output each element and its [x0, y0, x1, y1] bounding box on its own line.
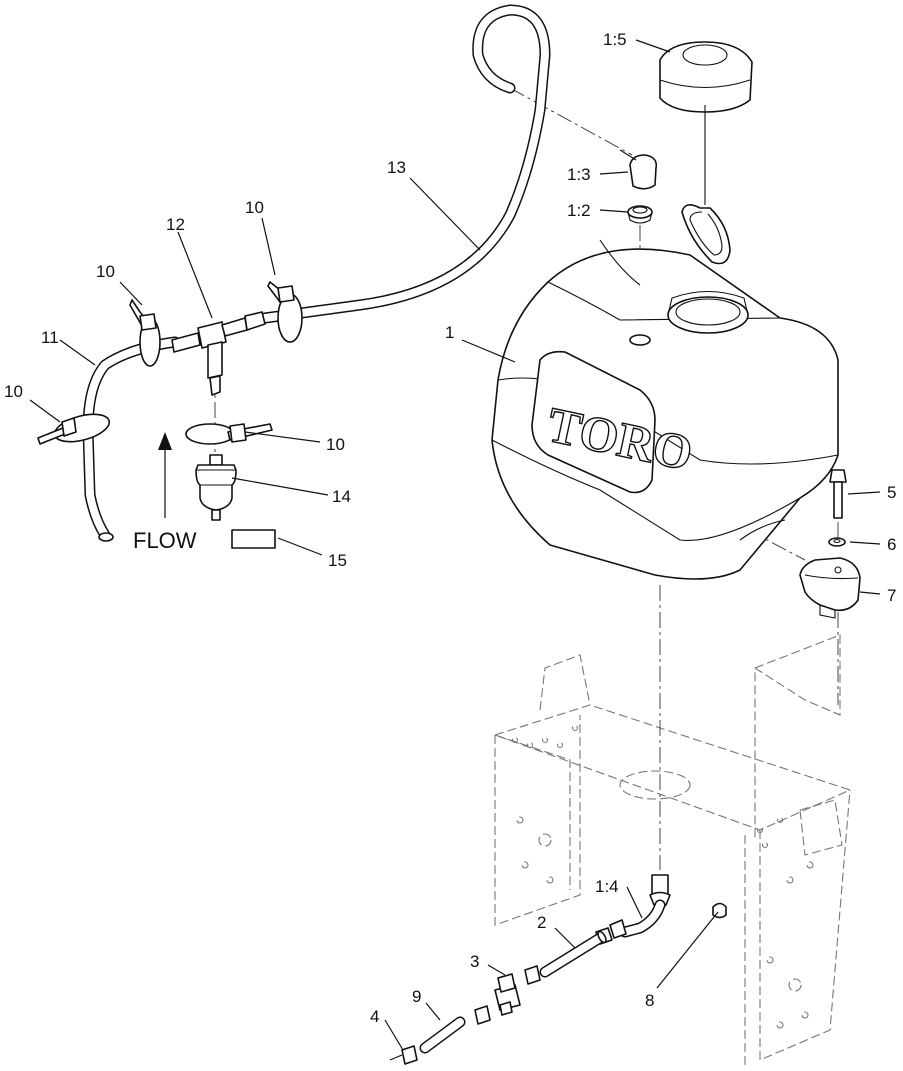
- callout-13: 13: [387, 158, 406, 177]
- callout-1-3: 1:3: [567, 165, 591, 184]
- cable-tie-1: [37, 413, 111, 445]
- tank-outlet-elbow: [619, 874, 671, 938]
- callout-10-far-left: 10: [4, 382, 23, 401]
- fuel-filter: [195, 454, 237, 521]
- flow-arrow: FLOW: [133, 432, 197, 553]
- callout-labels: 1:5 1:3 1:2 1 13 12 10 10 11 10 10 14 15…: [4, 30, 896, 1026]
- cable-tie-3: [267, 281, 303, 343]
- mounting-frame: [493, 634, 852, 1065]
- fuel-hose-2: [539, 930, 607, 978]
- callout-8: 8: [645, 991, 654, 1010]
- callout-10-top: 10: [245, 198, 264, 217]
- vent-fitting: [619, 149, 658, 190]
- callout-4: 4: [370, 1007, 379, 1026]
- tank-vent-boss: [629, 334, 651, 346]
- callout-9: 9: [412, 987, 421, 1006]
- cable-tie-4: [185, 423, 273, 445]
- callout-2: 2: [537, 913, 546, 932]
- callout-3: 3: [470, 952, 479, 971]
- hose-clamp-mid: [524, 965, 541, 985]
- callout-1-4: 1:4: [595, 877, 619, 896]
- callout-10-right: 10: [326, 435, 345, 454]
- shutoff-valve: [494, 973, 521, 1016]
- callout-10-left: 10: [96, 262, 115, 281]
- callout-12: 12: [166, 215, 185, 234]
- leader-lines: [29, 39, 881, 1051]
- flow-label: FLOW: [133, 528, 197, 553]
- tank-filler-neck: [667, 296, 749, 334]
- mount-bracket: [799, 557, 861, 619]
- callout-1: 1: [445, 323, 454, 342]
- frame-holes: [511, 724, 814, 1029]
- tee-fitting: [171, 311, 266, 396]
- fuel-line-left: [82, 336, 181, 542]
- mount-washer: [828, 537, 846, 547]
- fuel-cap: [659, 41, 753, 113]
- hose-clamp-4: [389, 1045, 418, 1065]
- callout-1-5: 1:5: [603, 30, 627, 49]
- callout-15: 15: [328, 551, 347, 570]
- fuel-tank: TORO: [491, 239, 839, 580]
- hose-clamp-lower: [474, 1005, 491, 1025]
- callout-14: 14: [332, 487, 351, 506]
- cap-retainer-strap: [681, 105, 731, 265]
- callout-7: 7: [887, 586, 896, 605]
- filter-label: [231, 529, 276, 549]
- callout-6: 6: [887, 535, 896, 554]
- fuel-hose-9: [419, 1016, 466, 1054]
- callout-5: 5: [887, 483, 896, 502]
- tank-logo-panel: [531, 350, 656, 494]
- callout-11: 11: [41, 328, 59, 347]
- callout-1-2: 1:2: [567, 201, 591, 220]
- cable-tie-2: [129, 299, 161, 367]
- grommet: [627, 205, 653, 224]
- mount-bolt: [829, 469, 847, 519]
- vent-hose: [259, 4, 551, 324]
